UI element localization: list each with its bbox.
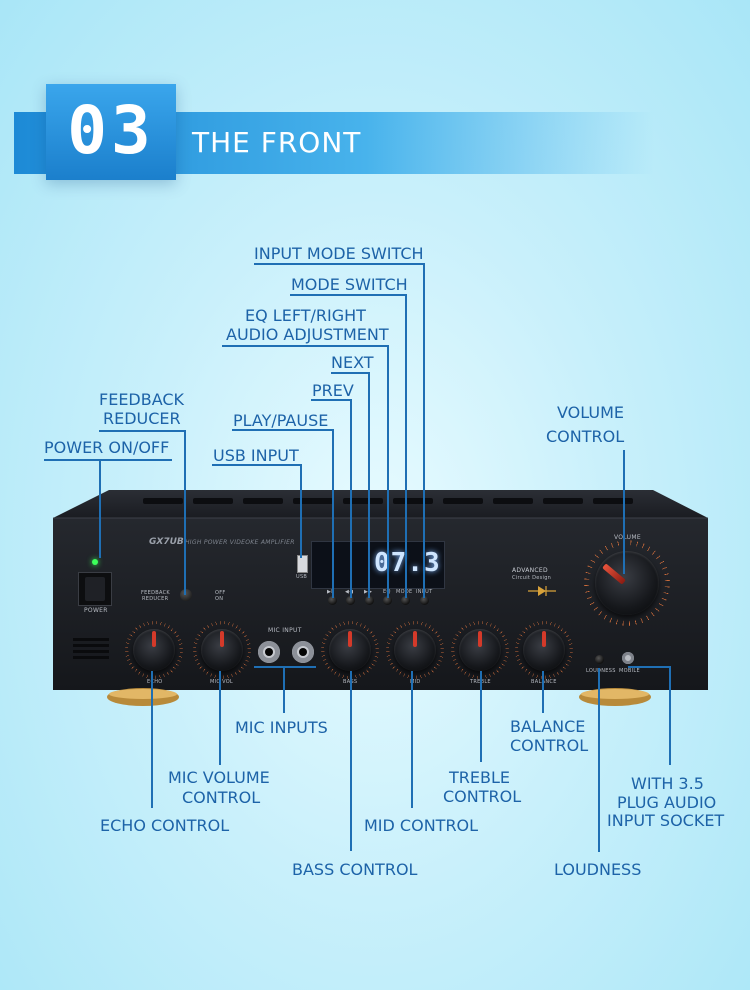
callout-volume-line2: CONTROL	[546, 427, 625, 446]
treble-knob[interactable]	[459, 629, 501, 671]
mic-input-panel-label: MIC INPUT	[268, 627, 302, 634]
callout-eq-line1: EQ LEFT/RIGHT	[245, 306, 366, 325]
mobile-panel-label: MOBILE	[619, 668, 640, 674]
callout-prev: PREV	[312, 381, 354, 400]
button-label-mode: MODE	[396, 589, 413, 595]
callout-mic-volume-line2: CONTROL	[182, 788, 261, 807]
diode-icon	[528, 586, 556, 596]
mode-button[interactable]	[401, 596, 410, 605]
mid-knob[interactable]	[394, 629, 436, 671]
button-label-next: ▶▶	[364, 589, 373, 595]
mic-vol-panel-label: MIC VOL	[210, 679, 234, 685]
feedback-panel-label-1: FEEDBACK	[141, 590, 170, 596]
callout-mid-control: MID CONTROL	[364, 816, 479, 835]
echo-knob-indicator	[152, 631, 156, 647]
mid-panel-label: MID	[410, 679, 421, 685]
section-number-badge: 03	[46, 84, 176, 180]
usb-port[interactable]	[297, 555, 308, 573]
callout-mic-inputs: MIC INPUTS	[235, 718, 328, 737]
play-pause-button[interactable]	[328, 596, 337, 605]
mic-jack-2[interactable]	[292, 641, 314, 663]
callout-treble-line1: TREBLE	[449, 768, 510, 787]
callout-feedback-line1: FEEDBACK	[99, 390, 185, 409]
model-name: GX7UB	[149, 537, 184, 547]
advanced-label-2: Circuit Design	[512, 575, 552, 581]
next-button[interactable]	[365, 596, 374, 605]
mic-volume-knob[interactable]	[201, 629, 243, 671]
callout-socket-line3: INPUT SOCKET	[607, 811, 725, 830]
button-label-prev: ◀◀	[345, 589, 354, 595]
bass-knob[interactable]	[329, 629, 371, 671]
button-label-play: ▶II	[327, 589, 335, 595]
mic-jack-1[interactable]	[258, 641, 280, 663]
volume-panel-label: VOLUME	[614, 534, 641, 541]
power-label: POWER	[84, 607, 108, 614]
loudness-button[interactable]	[595, 655, 604, 664]
echo-panel-label: ECHO	[147, 679, 163, 685]
balance-knob[interactable]	[523, 629, 565, 671]
input-button[interactable]	[420, 596, 429, 605]
callout-mic-volume-line1: MIC VOLUME	[168, 768, 270, 787]
callout-loudness: LOUDNESS	[554, 860, 642, 879]
eq-button[interactable]	[383, 596, 392, 605]
callout-echo-control: ECHO CONTROL	[100, 816, 230, 835]
advanced-badge: ADVANCED Circuit Design	[510, 565, 560, 599]
advanced-label-1: ADVANCED	[512, 567, 548, 574]
callout-mode-switch: MODE SWITCH	[291, 275, 408, 294]
callout-volume-line1: VOLUME	[557, 403, 624, 422]
power-led	[92, 559, 98, 565]
feedback-panel-label-2: REDUCER	[142, 596, 169, 602]
loudness-panel-label: LOUDNESS	[586, 668, 616, 674]
mic-volume-knob-indicator	[220, 631, 224, 647]
feedback-off-label: OFF	[215, 590, 226, 596]
section-title: THE FRONT	[192, 126, 362, 159]
callout-bass-control: BASS CONTROL	[292, 860, 418, 879]
callout-usb-input: USB INPUT	[213, 446, 299, 465]
callout-power: POWER ON/OFF	[44, 438, 170, 457]
mid-knob-indicator	[413, 631, 417, 647]
callout-socket-line1: WITH 3.5	[631, 774, 704, 793]
power-switch[interactable]	[78, 572, 112, 606]
model-subtitle: HIGH POWER VIDEOKE AMPLIFIER	[185, 539, 295, 546]
callout-treble-line2: CONTROL	[443, 787, 522, 806]
callout-balance-line2: CONTROL	[510, 736, 589, 755]
button-label-eq: EQ	[383, 589, 391, 595]
treble-knob-indicator	[478, 631, 482, 647]
balance-knob-indicator	[542, 631, 546, 647]
callout-feedback-line2: REDUCER	[103, 409, 181, 428]
prev-button[interactable]	[346, 596, 355, 605]
callout-play-pause: PLAY/PAUSE	[233, 411, 329, 430]
feedback-on-label: ON	[215, 596, 224, 602]
callout-next: NEXT	[331, 353, 374, 372]
power-rocker	[85, 577, 105, 601]
bass-knob-indicator	[348, 631, 352, 647]
section-number: 03	[67, 92, 155, 169]
usb-label: USB	[296, 574, 308, 580]
volume-knob[interactable]	[595, 551, 659, 615]
echo-knob[interactable]	[133, 629, 175, 671]
callout-input-mode-switch: INPUT MODE SWITCH	[254, 244, 424, 263]
callout-eq-line2: AUDIO ADJUSTMENT	[226, 325, 389, 344]
callout-balance-line1: BALANCE	[510, 717, 586, 736]
callout-socket-line2: PLUG AUDIO	[617, 793, 717, 812]
mobile-jack[interactable]	[622, 652, 634, 664]
